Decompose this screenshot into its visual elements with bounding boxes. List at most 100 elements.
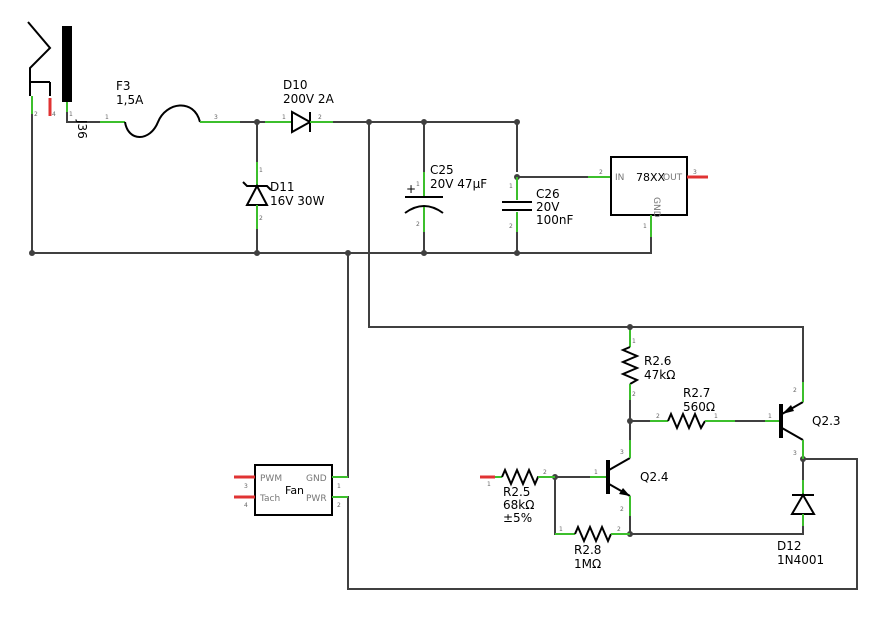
jack-pin-4-label: 4: [52, 111, 56, 118]
fan-pin-pwm-number: 3: [244, 483, 248, 490]
wire-rail-down: [368, 122, 804, 382]
jack-barrel: [62, 26, 72, 102]
resistor-r26[interactable]: 1 2 R2.6 47kΩ: [620, 330, 675, 400]
c25-pin-1-label: 1: [416, 181, 420, 188]
capacitor-c25[interactable]: + 1 2 C25 20V 47µF: [404, 163, 487, 232]
reg-out-label: OUT: [663, 173, 683, 183]
fan-pin-tach-number: 4: [244, 502, 248, 509]
reg-pin-out-number: 3: [693, 169, 697, 176]
fan-pin-pwr-number: 2: [337, 502, 341, 509]
c25-plate-negative: [404, 205, 444, 214]
d11-pin-2-label: 2: [259, 215, 263, 222]
r27-pin-2-label: 2: [656, 413, 660, 420]
jack-pin-2-label: 2: [34, 111, 38, 118]
q23-pin-emitter-label: 2: [793, 387, 797, 394]
q24-pin-collector-label: 3: [620, 449, 624, 456]
diode-d12[interactable]: D12 1N4001: [777, 480, 824, 567]
transistor-q23[interactable]: 1 2 3 Q2.3: [765, 382, 841, 459]
c25-value: 20V 47µF: [430, 177, 487, 191]
r25-pin-1-label: 1: [487, 481, 491, 488]
d12-symbol: [790, 493, 816, 515]
c25-pin-2-label: 2: [416, 221, 420, 228]
d12-value: 1N4001: [777, 553, 824, 567]
q24-pin-emitter-label: 2: [620, 506, 624, 513]
r25-value: 68kΩ: [503, 498, 534, 512]
c25-name: C25: [430, 163, 454, 177]
jack-j36[interactable]: 1 2 4 J36: [27, 21, 89, 139]
fuse-pin-3-label: 3: [214, 114, 218, 121]
d10-name: D10: [283, 78, 308, 92]
r26-value: 47kΩ: [644, 368, 675, 382]
d11-symbol: [245, 183, 269, 206]
capacitor-c26[interactable]: 1 2 C26 20V 100nF: [502, 177, 574, 232]
c26-pin-1-label: 1: [509, 183, 513, 190]
r27-name: R2.7: [683, 386, 710, 400]
reg-name: 78XX: [636, 171, 666, 184]
r25-symbol: [501, 467, 539, 487]
fuse-symbol: [124, 104, 201, 138]
r28-name: R2.8: [574, 543, 601, 557]
reg-in-label: IN: [615, 173, 624, 183]
resistor-r27[interactable]: 2 1 R2.7 560Ω: [650, 386, 735, 431]
c25-plus-sign: +: [406, 182, 416, 196]
r28-value: 1MΩ: [574, 557, 601, 571]
jack-symbol: [27, 21, 52, 96]
d10-symbol: [291, 110, 313, 134]
jack-pin-1-label: 1: [69, 111, 73, 118]
r25-tolerance: ±5%: [503, 511, 532, 525]
reg-gnd-label: GND: [651, 197, 661, 218]
r27-value: 560Ω: [683, 400, 715, 414]
r26-pin-1-label: 1: [632, 338, 636, 345]
resistor-r25[interactable]: 1 2 R2.5 68kΩ ±5%: [480, 467, 555, 525]
r26-name: R2.6: [644, 354, 671, 368]
diode-d10[interactable]: 1 2 D10 200V 2A: [265, 78, 335, 134]
fan-body: [254, 464, 333, 516]
fan-connector[interactable]: PWM Tach Fan GND PWR 3 4 1 2: [234, 464, 348, 516]
junction-node: [514, 119, 520, 125]
d10-pin-1-label: 1: [282, 114, 286, 121]
transistor-q24[interactable]: 1 3 2 Q2.4: [590, 440, 669, 516]
regulator-78xx[interactable]: IN 78XX OUT GND 2 3 1: [588, 156, 708, 237]
r28-symbol: [574, 524, 612, 544]
zener-d11[interactable]: 1 2 D11 16V 30W: [242, 162, 325, 229]
q23-emitter-arrow: [782, 405, 794, 414]
q23-name: Q2.3: [812, 414, 841, 428]
junction-node: [627, 418, 633, 424]
fan-name: Fan: [285, 484, 304, 497]
junction-node: [366, 119, 372, 125]
reg-body: [610, 156, 688, 216]
fuse-name: F3: [116, 79, 131, 93]
c26-value: 20V: [536, 200, 560, 214]
q23-pin-collector-label: 3: [793, 450, 797, 457]
q24-collector-leg: [608, 457, 631, 471]
jack-name: J36: [75, 119, 89, 139]
junction-node: [421, 119, 427, 125]
c26-pin-2-label: 2: [509, 223, 513, 230]
c26-value-2: 100nF: [536, 213, 574, 227]
junction-node: [345, 250, 351, 256]
r28-pin-1-label: 1: [559, 526, 563, 533]
junction-node: [514, 250, 520, 256]
resistor-r28[interactable]: 1 2 R2.8 1MΩ: [555, 524, 630, 571]
r27-pin-1-label: 1: [714, 413, 718, 420]
wire-d12-r28: [630, 522, 804, 535]
reg-pin-in-number: 2: [599, 169, 603, 176]
fan-pwr-label: PWR: [306, 494, 327, 504]
fan-pwm-label: PWM: [260, 474, 282, 484]
d10-pin-2-label: 2: [318, 114, 322, 121]
r25-name: R2.5: [503, 485, 530, 499]
junction-node: [254, 250, 260, 256]
r27-symbol: [667, 411, 706, 431]
reg-pin-gnd-number: 1: [643, 223, 647, 230]
fuse-f3[interactable]: 1 3 F3 1,5A: [100, 79, 240, 138]
wire-gnd-fan: [333, 253, 349, 478]
q24-name: Q2.4: [640, 470, 669, 484]
d12-name: D12: [777, 539, 802, 553]
c26-name: C26: [536, 187, 560, 201]
fuse-pin-1-label: 1: [105, 114, 109, 121]
r25-pin-2-label: 2: [543, 469, 547, 476]
fuse-value: 1,5A: [116, 93, 144, 107]
junction-node: [421, 250, 427, 256]
q23-collector-leg: [781, 427, 804, 441]
